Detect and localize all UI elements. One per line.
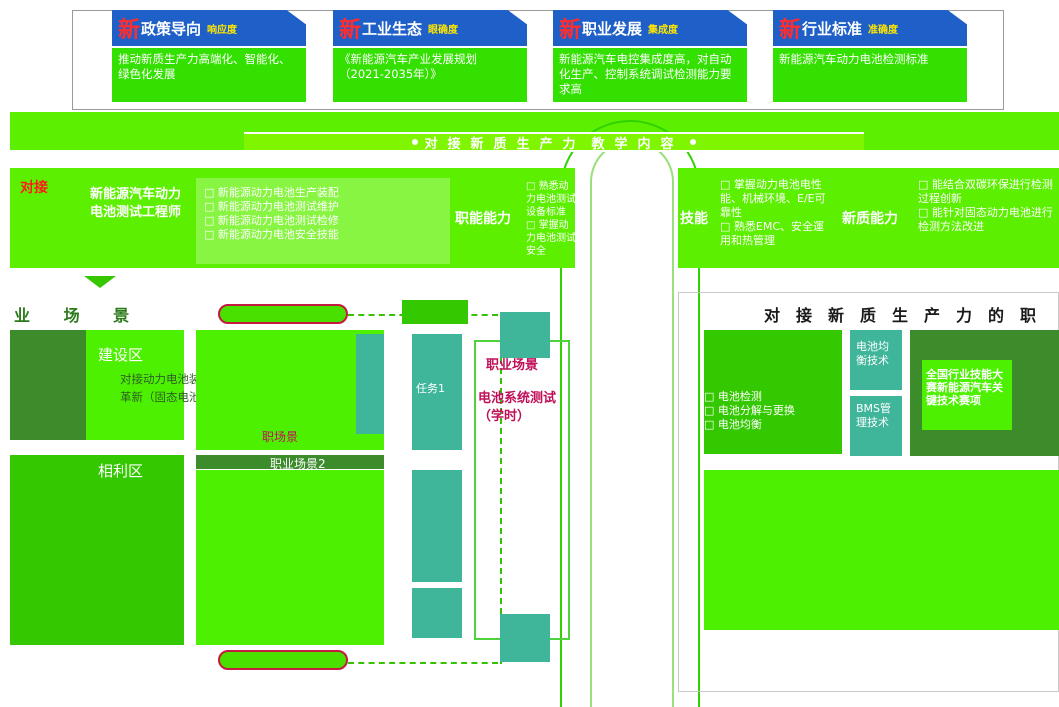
scene2-box [196, 470, 384, 645]
scene-right-item: 电池检测 [704, 390, 814, 404]
node-b-label: 任务3 [478, 460, 510, 474]
skill-bullet: 新能源动力电池生产装配 [204, 186, 444, 200]
skill-bullet: 新能源动力电池安全技能 [204, 228, 444, 242]
policy-card-text: 推动新质生产力高端化、智能化、绿色化发展 [112, 48, 306, 102]
scene-label-2: 职业场景2 [270, 457, 326, 471]
banner-dot [412, 139, 419, 145]
node-a-label: 任务1 [416, 382, 445, 395]
quality-tag: 新质能力 [842, 211, 898, 227]
banner-right-text: 教学内容 [591, 136, 684, 152]
node-c[interactable] [412, 588, 462, 638]
role-title: 新能源汽车动力电池测试工程师 [90, 187, 182, 220]
center-arch-outer [560, 120, 700, 707]
tile-c-inner [922, 360, 1012, 430]
policy-card-2: 新 工业生态 眼确度 《新能源汽车产业发展规划（2021-2035年）》 [333, 10, 527, 102]
ability-items: 熟悉动力电池测试设备标准 掌握动力电池测试安全 [526, 180, 576, 258]
tile-a-label: 电池均衡技术 [856, 340, 889, 367]
scene-left-title: 业 场 景 [14, 306, 144, 325]
flow-top-tag [402, 300, 468, 324]
tile-c-label: 全国行业技能大赛新能源汽车关键技术赛项 [926, 368, 1003, 407]
ability-item: 熟悉动力电池测试设备标准 [526, 180, 576, 219]
node-b[interactable] [412, 470, 462, 582]
flow-dash-vertical [500, 318, 502, 664]
scene-right-item: 电池均衡 [704, 418, 814, 432]
skill-bullet: 新能源动力电池测试维护 [204, 200, 444, 214]
scene-label-1: 职场景 [262, 430, 299, 444]
scene-right-title: 对接新质生产力的职 [764, 306, 1053, 325]
skill-tag: 技能 [680, 211, 708, 227]
banner-dot [689, 139, 696, 145]
teaching-banner: 对接新质生产力 教学内容 [244, 132, 864, 152]
ability-item: 掌握动力电池测试安全 [526, 219, 576, 258]
quality-item: 能针对固态动力电池进行检测方法改进 [918, 206, 1058, 234]
down-arrow-icon [84, 276, 116, 288]
policy-card-text: 《新能源汽车产业发展规划（2021-2035年）》 [333, 48, 527, 102]
policy-card-header: 新 工业生态 眼确度 [333, 10, 527, 46]
policy-card-title: 工业生态 [362, 19, 423, 38]
quality-items: 能结合双碳环保进行检测过程创新 能针对固态动力电池进行检测方法改进 [918, 178, 1058, 234]
policy-card-text: 新能源汽车动力电池检测标准 [773, 48, 967, 102]
policy-card-1: 新 政策导向 响应度 推动新质生产力高端化、智能化、绿色化发展 [112, 10, 306, 102]
banner-left-text: 对接新质生产力 [424, 136, 586, 152]
zone1-strip [10, 330, 86, 440]
policy-card-header: 新 职业发展 集成度 [553, 10, 747, 46]
policy-card-degree: 集成度 [648, 24, 679, 36]
middle-title: 职业场景 [486, 358, 539, 373]
policy-card-text: 新能源汽车电控集成度高，对自动化生产、控制系统调试检测能力要求高 [553, 48, 747, 102]
flow-dash-bottom [348, 662, 498, 664]
flow-pill-top[interactable] [218, 304, 348, 324]
skill-item: 熟悉EMC、安全運用和热管理 [720, 220, 832, 248]
middle-frame [474, 340, 570, 640]
policy-card-3: 新 职业发展 集成度 新能源汽车电控集成度高，对自动化生产、控制系统调试检测能力… [553, 10, 747, 102]
policy-card-title: 政策导向 [141, 19, 202, 38]
zone1-title: 建设区 [98, 346, 144, 364]
skill-bullets: 新能源动力电池生产装配 新能源动力电池测试维护 新能源动力电池测试检修 新能源动… [204, 186, 444, 242]
scene-right-item: 电池分解与更换 [704, 404, 814, 418]
zone1-box [86, 330, 184, 440]
skill-items: 掌握动力电池电性能、机械环境、E/E可靠性 熟悉EMC、安全運用和热管理 [720, 178, 832, 248]
scene2-header [196, 455, 384, 469]
zone2-box [10, 455, 184, 645]
tile-a [850, 330, 902, 390]
policy-card-title: 行业标准 [802, 19, 863, 38]
tile-b-label: BMS管理技术 [856, 402, 892, 429]
flow-pill-bottom[interactable] [218, 650, 348, 670]
policy-card-degree: 眼确度 [428, 24, 459, 36]
skill-item: 掌握动力电池电性能、机械环境、E/E可靠性 [720, 178, 832, 220]
policy-card-title: 职业发展 [582, 19, 643, 38]
scene-right-lower [704, 470, 1059, 630]
node-a[interactable] [412, 334, 462, 450]
skill-bullet: 新能源动力电池测试检修 [204, 214, 444, 228]
new-badge: 新 [779, 18, 802, 43]
new-badge: 新 [339, 18, 362, 43]
scene-right-list: 电池检测 电池分解与更换 电池均衡 [704, 390, 814, 432]
policy-card-header: 新 政策导向 响应度 [112, 10, 306, 46]
ability-tag: 职能能力 [455, 211, 511, 227]
tile-b [850, 396, 902, 456]
middle-sub: 电池系统测试（学时） [478, 391, 557, 424]
quality-item: 能结合双碳环保进行检测过程创新 [918, 178, 1058, 206]
center-arch-inner [590, 140, 674, 707]
policy-card-degree: 准确度 [868, 24, 899, 36]
node-d[interactable] [500, 614, 550, 662]
policy-card-header: 新 行业标准 准确度 [773, 10, 967, 46]
new-badge: 新 [118, 18, 141, 43]
side-tag: 对接 [20, 180, 48, 196]
node-top[interactable] [500, 312, 550, 358]
new-badge: 新 [559, 18, 582, 43]
policy-card-4: 新 行业标准 准确度 新能源汽车动力电池检测标准 [773, 10, 967, 102]
scene1-box [196, 330, 384, 450]
zone2-title: 相利区 [98, 462, 144, 480]
scene1-side [356, 334, 384, 434]
policy-card-degree: 响应度 [207, 24, 238, 36]
